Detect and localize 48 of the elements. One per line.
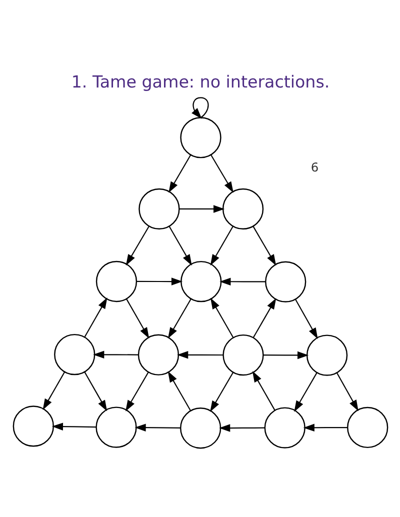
node-circle (264, 260, 306, 302)
node-circle (180, 116, 221, 158)
arrow (176, 350, 223, 358)
arrow (210, 372, 234, 412)
arrow (294, 298, 318, 338)
node-circle (222, 188, 264, 230)
node-circle (306, 334, 348, 376)
arrow (84, 371, 107, 411)
arrow (252, 225, 276, 266)
node-circle (54, 333, 95, 375)
arrow (219, 277, 266, 286)
arrow (134, 423, 180, 431)
arrow (168, 154, 191, 192)
arrow (92, 350, 138, 358)
arrow (263, 350, 308, 359)
arrow (168, 226, 192, 266)
node-circle (12, 405, 54, 446)
arrow (167, 298, 191, 338)
label: 6 (310, 160, 318, 174)
node-circle (180, 407, 221, 448)
node-circle (346, 406, 388, 448)
arrow (210, 154, 233, 192)
arrow (210, 226, 233, 266)
arrow (167, 370, 191, 411)
arrow (302, 423, 348, 432)
arrow (336, 372, 358, 411)
arrow (42, 371, 65, 410)
arrow (125, 226, 149, 266)
arrow (294, 372, 317, 412)
arrow (218, 424, 264, 432)
arrow (84, 297, 107, 337)
node-circle (138, 188, 180, 230)
arrow (125, 372, 148, 411)
arrow (125, 298, 149, 338)
node-circle (264, 406, 305, 448)
arrow (136, 277, 182, 285)
diagram-title: 1. Tame game: no interactions. (70, 72, 330, 92)
arrow (252, 370, 275, 410)
arrow (210, 297, 234, 338)
arrow (179, 204, 224, 212)
node-circle (137, 334, 179, 375)
node-circle (95, 406, 136, 448)
arrow (191, 96, 208, 118)
node-circle (180, 260, 222, 302)
arrow (252, 298, 276, 338)
arrow (51, 422, 96, 430)
node-circle (222, 334, 264, 376)
node-circle (95, 260, 137, 302)
